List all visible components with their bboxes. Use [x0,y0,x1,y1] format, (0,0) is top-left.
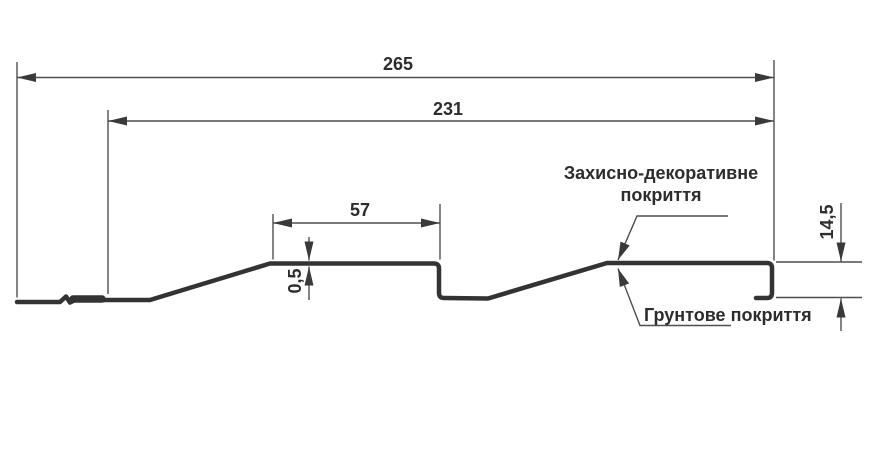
dim-value-231: 231 [432,99,464,119]
label-protective-decorative-coating: Захисно-декоративне покриття [563,163,759,205]
dim-value-57: 57 [349,200,371,220]
leader-line-bottom-coating [617,268,731,327]
leader-line-top-coating [617,215,728,261]
dim-value-height: 14,5 [817,204,837,240]
siding-profile-outline [14,260,775,305]
dim-value-thickness: 0,5 [285,268,305,294]
label-primer-coating: Грунтове покриття [644,305,812,325]
dim-value-265: 265 [382,54,414,74]
